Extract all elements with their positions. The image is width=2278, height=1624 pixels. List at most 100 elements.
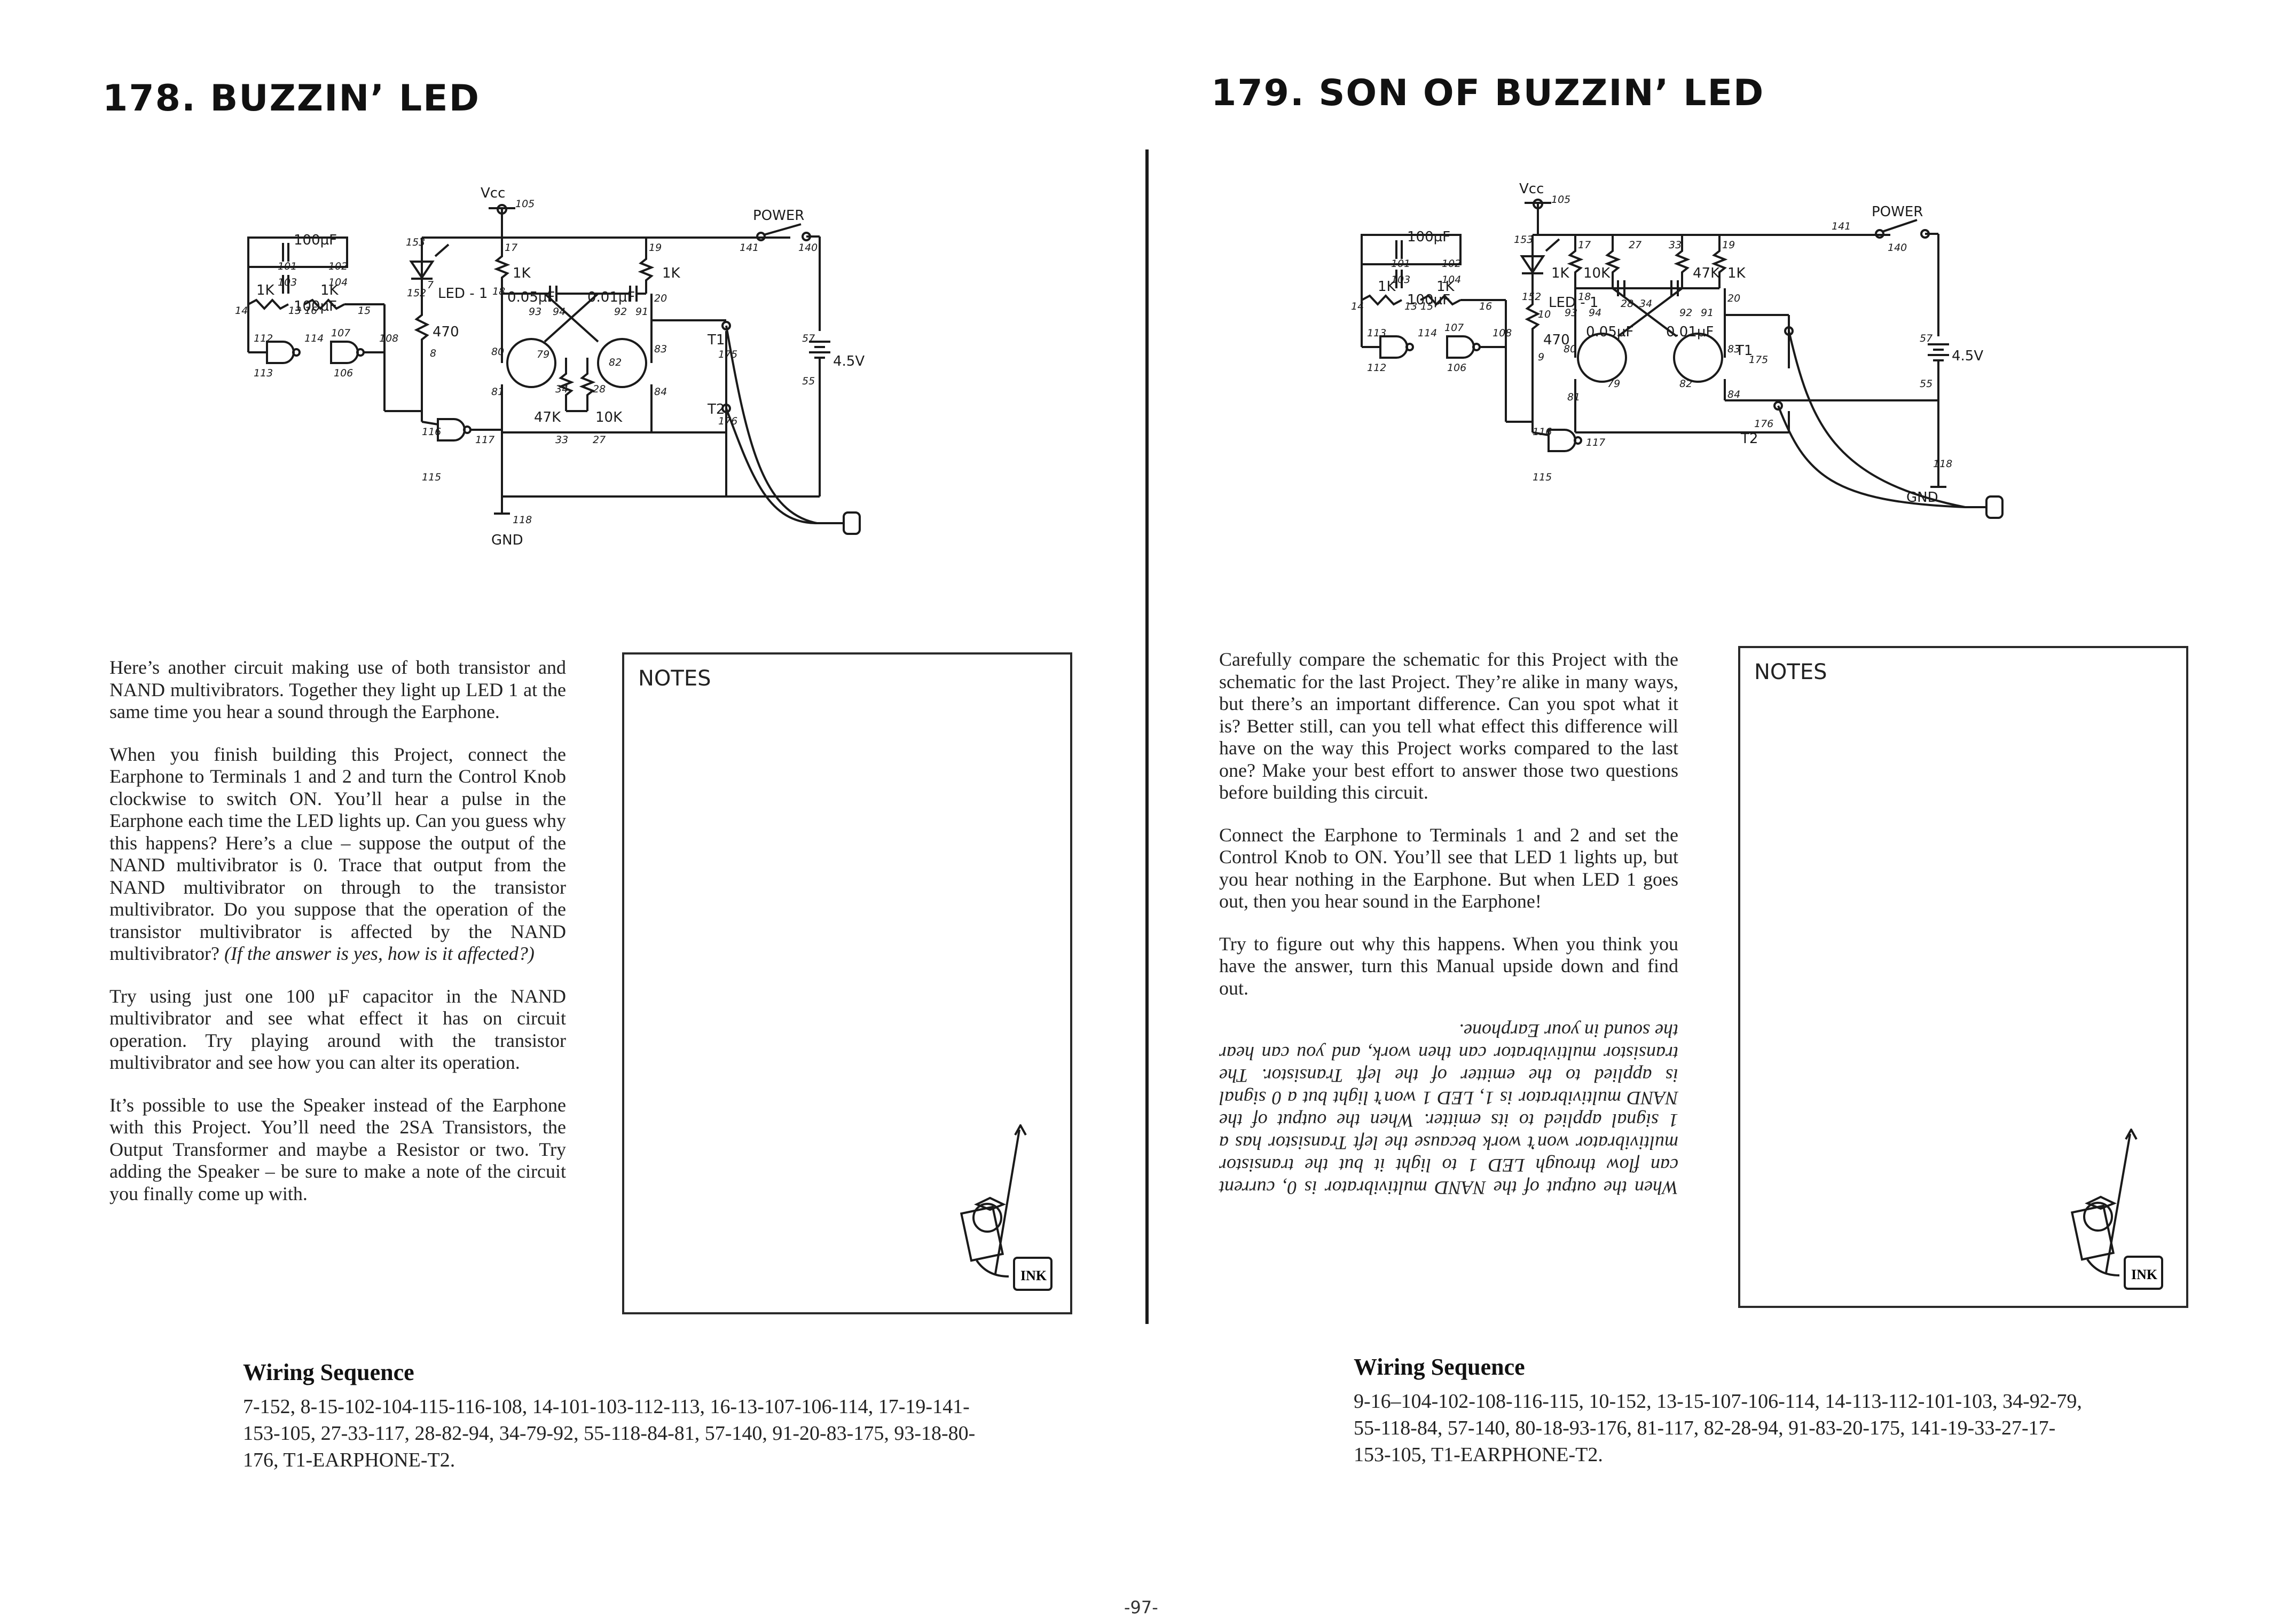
left-terminal-152: 152 xyxy=(407,287,426,299)
left-vcc-label: Vcc xyxy=(481,185,505,201)
left-terminal-57: 57 xyxy=(802,333,815,344)
left-t1-label: T1 xyxy=(707,332,725,348)
right-terminal-112: 112 xyxy=(1367,362,1386,374)
page-divider xyxy=(1145,149,1149,1324)
right-r2-label: 1K xyxy=(1436,279,1455,295)
left-terminal-116: 116 xyxy=(422,426,441,438)
left-project-title: 178. BUZZIN’ LED xyxy=(103,77,481,120)
right-r1-label: 1K xyxy=(1378,279,1396,295)
left-terminal-13: 13 xyxy=(288,305,301,317)
right-paragraph-3: Try to figure out why this happens. When… xyxy=(1219,933,1678,999)
right-ink-label: INK xyxy=(2131,1267,2158,1282)
left-ink-label: INK xyxy=(1020,1268,1047,1283)
right-terminal-57: 57 xyxy=(1920,333,1933,344)
left-terminal-80: 80 xyxy=(491,346,504,358)
left-terminal-140: 140 xyxy=(798,242,818,254)
right-terminal-175: 175 xyxy=(1749,354,1768,366)
right-terminal-115: 115 xyxy=(1533,471,1552,483)
right-body-text: Carefully compare the schematic for this… xyxy=(1219,649,1678,1199)
left-paragraph-4: It’s possible to use the Speaker instead… xyxy=(109,1094,566,1204)
left-power-label: POWER xyxy=(753,208,804,224)
left-terminal-118: 118 xyxy=(513,514,532,526)
left-terminal-102: 102 xyxy=(328,261,348,272)
left-c1-label: 100µF xyxy=(294,232,337,248)
right-terminal-81: 81 xyxy=(1567,391,1580,403)
left-c2-label: 100µF xyxy=(294,298,337,314)
right-terminal-34: 34 xyxy=(1639,298,1652,310)
right-terminal-84: 84 xyxy=(1727,389,1740,400)
left-terminal-103: 103 xyxy=(278,277,297,288)
right-terminal-55: 55 xyxy=(1920,378,1933,390)
left-paragraph-3: Try using just one 100 µF capacitor in t… xyxy=(109,985,566,1074)
left-paragraph-2: When you finish building this Project, c… xyxy=(109,743,566,965)
right-terminal-80: 80 xyxy=(1564,343,1576,355)
left-terminal-101: 101 xyxy=(278,261,297,272)
left-terminal-92: 92 xyxy=(614,306,627,318)
right-terminal-91: 91 xyxy=(1701,307,1714,319)
right-terminal-108: 108 xyxy=(1493,327,1512,339)
right-terminal-19: 19 xyxy=(1722,239,1735,251)
right-terminal-107: 107 xyxy=(1444,322,1464,334)
right-terminal-18: 18 xyxy=(1578,291,1591,303)
right-t2-label: T2 xyxy=(1740,431,1758,447)
page-number: -97- xyxy=(1124,1597,1158,1618)
right-upside-down-answer: When the output of the NAND multivibrato… xyxy=(1219,1020,1678,1199)
right-terminal-13: 13 xyxy=(1404,301,1417,312)
right-terminal-94: 94 xyxy=(1589,307,1601,319)
right-terminal-82: 82 xyxy=(1679,378,1692,390)
right-c3-label: 0.05µF xyxy=(1586,324,1633,340)
left-led-label: LED - 1 xyxy=(438,286,488,302)
left-terminal-141: 141 xyxy=(740,242,759,254)
right-terminal-105: 105 xyxy=(1551,194,1570,206)
right-terminal-10: 10 xyxy=(1538,309,1551,320)
right-led-label: LED - 1 xyxy=(1549,295,1598,311)
right-terminal-79: 79 xyxy=(1607,378,1620,390)
left-paragraph-1: Here’s another circuit making use of bot… xyxy=(109,657,566,722)
left-terminal-15: 15 xyxy=(358,305,371,317)
right-terminal-14: 14 xyxy=(1351,301,1364,312)
left-terminal-93: 93 xyxy=(529,306,541,318)
right-t1-label: T1 xyxy=(1735,343,1753,359)
left-terminal-94: 94 xyxy=(553,306,565,318)
left-r3-label: 1K xyxy=(256,282,275,298)
left-notes-box: NOTES INK xyxy=(622,652,1072,1314)
right-notes-label: NOTES xyxy=(1754,660,1827,684)
left-terminal-79: 79 xyxy=(537,349,549,360)
right-terminal-102: 102 xyxy=(1442,258,1461,270)
right-terminal-17: 17 xyxy=(1578,239,1591,251)
right-c2-label: 100µF xyxy=(1407,292,1450,308)
left-terminal-106: 106 xyxy=(334,367,353,379)
right-terminal-104: 104 xyxy=(1442,274,1461,286)
left-r1-label: 1K xyxy=(513,265,531,281)
left-ink-mascot: INK xyxy=(960,1124,1052,1291)
left-terminal-19: 19 xyxy=(649,242,662,254)
left-terminal-34: 34 xyxy=(555,383,568,395)
right-vcc-label: Vcc xyxy=(1519,181,1544,197)
left-terminal-7: 7 xyxy=(427,279,434,291)
right-terminal-33: 33 xyxy=(1669,239,1682,251)
right-terminal-152: 152 xyxy=(1522,291,1541,303)
left-schematic: Vcc POWER GND 100µF 100µF 0.05µF 0.01µF … xyxy=(235,185,865,548)
right-terminal-103: 103 xyxy=(1391,274,1410,286)
left-r2-label: 1K xyxy=(662,265,681,281)
right-c1-label: 100µF xyxy=(1407,229,1450,245)
left-terminal-20: 20 xyxy=(654,293,667,304)
right-terminal-153: 153 xyxy=(1514,234,1533,246)
right-r5-label: 47K xyxy=(1693,265,1720,281)
right-schematic: Vcc POWER GND 100µF 100µF 0.05µF 0.01µF … xyxy=(1351,181,2004,519)
left-terminal-83: 83 xyxy=(654,343,667,355)
right-terminal-141: 141 xyxy=(1832,220,1851,232)
right-terminal-9: 9 xyxy=(1538,351,1544,363)
right-terminal-113: 113 xyxy=(1367,327,1386,339)
right-terminal-93: 93 xyxy=(1565,307,1577,319)
right-wiring-title: Wiring Sequence xyxy=(1354,1354,1525,1380)
right-r4-label: 10K xyxy=(1583,265,1611,281)
left-terminal-153: 153 xyxy=(406,236,425,248)
left-terminal-117: 117 xyxy=(475,434,494,446)
left-body-text: Here’s another circuit making use of bot… xyxy=(109,657,566,1205)
right-terminal-106: 106 xyxy=(1447,362,1466,374)
left-terminal-33: 33 xyxy=(555,434,568,446)
right-wiring-list: 9-16–104-102-108-116-115, 10-152, 13-15-… xyxy=(1354,1390,2082,1466)
right-power-label: POWER xyxy=(1872,204,1923,220)
left-terminal-105: 105 xyxy=(515,198,535,210)
